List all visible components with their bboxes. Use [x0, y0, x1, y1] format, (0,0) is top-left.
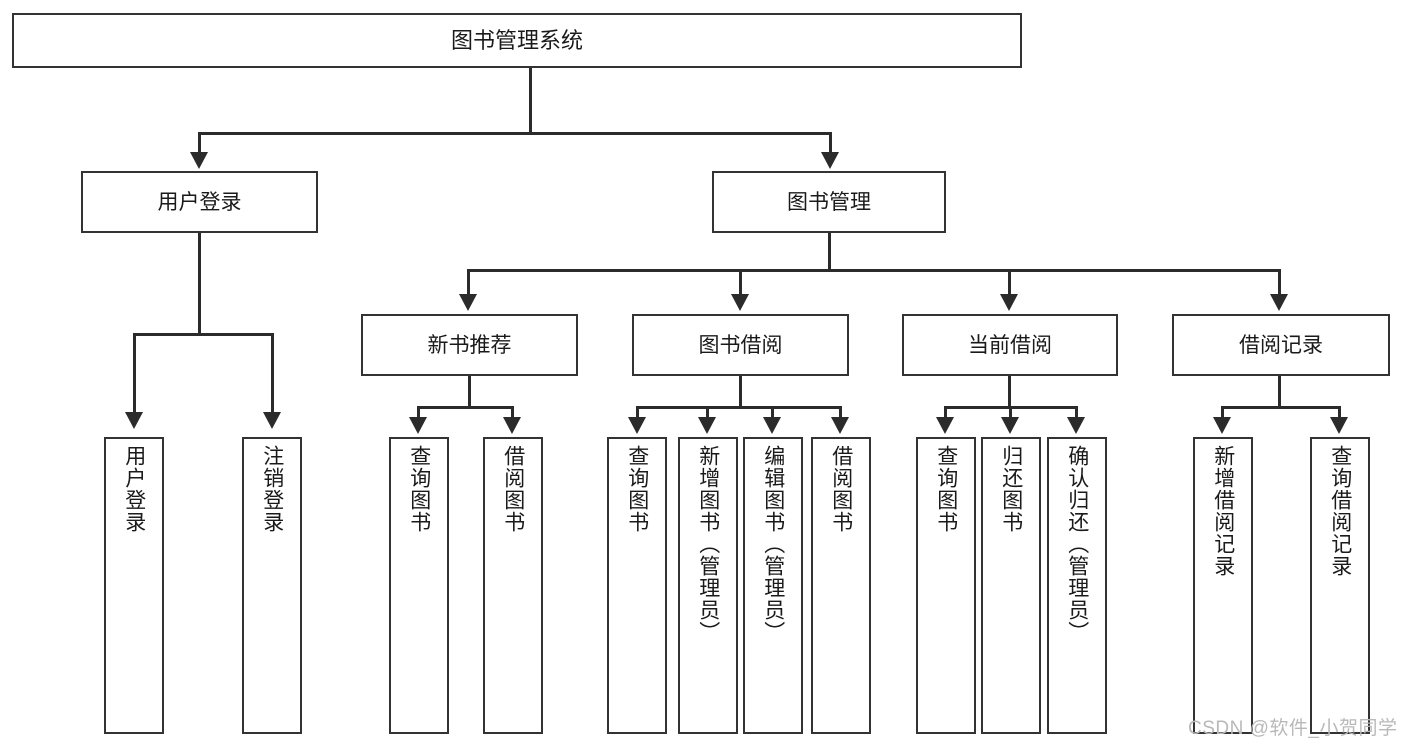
node-borrow-record[interactable]: 借阅记录 [1172, 314, 1390, 376]
connector-root-stem [529, 68, 532, 134]
node-label: 图书管理 [787, 190, 871, 214]
leaf-bb-add-book[interactable]: 新增图书（管理员） [678, 437, 738, 734]
connector-drop-leaf-user-login [133, 333, 136, 415]
arrow-leaf-user-login [125, 412, 143, 429]
leaf-nb-borrow-book[interactable]: 借阅图书 [483, 437, 543, 734]
leaf-label: 查询图书 [625, 445, 649, 533]
arrow-cb-1 [936, 417, 954, 434]
connector-book-borrow-stem [739, 376, 742, 409]
arrow-bb-3 [763, 417, 781, 434]
node-label: 新书推荐 [427, 333, 512, 357]
node-label: 图书借阅 [698, 333, 783, 357]
leaf-nb-query-book[interactable]: 查询图书 [389, 437, 449, 734]
node-book-management[interactable]: 图书管理 [712, 171, 946, 233]
leaf-label: 注销登录 [260, 445, 284, 533]
connector-drop-bb-1 [636, 406, 639, 420]
node-root-system[interactable]: 图书管理系统 [12, 13, 1022, 68]
connector-user-login-bus [133, 333, 274, 336]
node-label: 图书管理系统 [450, 27, 583, 53]
node-book-borrow[interactable]: 图书借阅 [632, 314, 849, 376]
arrow-current-borrow [1000, 294, 1018, 311]
leaf-br-add-record[interactable]: 新增借阅记录 [1193, 437, 1253, 734]
leaf-label: 借阅图书 [501, 445, 525, 533]
connector-drop-new-book [467, 269, 470, 297]
arrow-cb-3 [1067, 417, 1085, 434]
arrow-book-borrow [731, 294, 749, 311]
node-label: 当前借阅 [968, 333, 1052, 357]
leaf-cb-return-book[interactable]: 归还图书 [981, 437, 1041, 734]
leaf-label: 新增借阅记录 [1211, 445, 1235, 577]
arrow-nb-2 [503, 417, 521, 434]
connector-new-book-stem [468, 376, 471, 409]
connector-drop-bb-3 [771, 406, 774, 420]
leaf-label: 归还图书 [999, 445, 1023, 533]
leaf-bb-edit-book[interactable]: 编辑图书（管理员） [743, 437, 803, 734]
connector-drop-leaf-logout [271, 333, 274, 415]
connector-drop-book-manage [829, 132, 832, 154]
arrow-leaf-logout [263, 412, 281, 429]
node-user-login[interactable]: 用户登录 [81, 171, 318, 233]
leaf-cb-confirm-return[interactable]: 确认归还（管理员） [1047, 437, 1107, 734]
connector-borrow-record-stem [1278, 376, 1281, 409]
node-label: 借阅记录 [1239, 333, 1323, 357]
arrow-br-2 [1330, 417, 1348, 434]
node-current-borrow[interactable]: 当前借阅 [902, 314, 1118, 376]
arrow-bb-4 [831, 417, 849, 434]
leaf-label: 用户登录 [122, 445, 146, 533]
leaf-label: 查询图书 [407, 445, 431, 533]
leaf-user-login[interactable]: 用户登录 [104, 437, 164, 734]
arrow-book-manage [821, 152, 839, 169]
node-label: 用户登录 [157, 190, 242, 214]
connector-level2-bus [198, 132, 832, 135]
connector-drop-nb-1 [417, 406, 420, 420]
arrow-cb-2 [1001, 417, 1019, 434]
connector-drop-br-1 [1221, 406, 1224, 420]
connector-drop-book-borrow [739, 269, 742, 297]
connector-drop-nb-2 [511, 406, 514, 420]
node-new-book-recommend[interactable]: 新书推荐 [361, 314, 578, 376]
connector-current-borrow-stem [1008, 376, 1011, 409]
arrow-br-1 [1213, 417, 1231, 434]
watermark-text: CSDN @软件_小贺同学 [1188, 718, 1398, 739]
connector-drop-cb-1 [944, 406, 947, 420]
leaf-label: 确认归还（管理员） [1065, 445, 1089, 643]
connector-drop-user-login [198, 132, 201, 154]
arrow-nb-1 [409, 417, 427, 434]
arrow-new-book [459, 294, 477, 311]
arrow-bb-2 [698, 417, 716, 434]
connector-drop-bb-4 [839, 406, 842, 420]
connector-drop-cb-3 [1075, 406, 1078, 420]
connector-book-borrow-bus [636, 406, 842, 409]
leaf-label: 借阅图书 [829, 445, 853, 533]
connector-level3-bus [467, 269, 1281, 272]
leaf-cb-query-book[interactable]: 查询图书 [916, 437, 976, 734]
arrow-borrow-record [1270, 294, 1288, 311]
connector-user-login-stem [198, 233, 201, 335]
leaf-br-query-record[interactable]: 查询借阅记录 [1310, 437, 1370, 734]
connector-drop-br-2 [1338, 406, 1341, 420]
connector-new-book-bus [417, 406, 514, 409]
connector-drop-current-borrow [1008, 269, 1011, 297]
leaf-label: 查询图书 [934, 445, 958, 533]
leaf-label: 查询借阅记录 [1328, 445, 1352, 577]
leaf-label: 编辑图书（管理员） [761, 445, 785, 643]
leaf-label: 新增图书（管理员） [696, 445, 720, 643]
connector-drop-bb-2 [706, 406, 709, 420]
leaf-bb-query-book[interactable]: 查询图书 [607, 437, 667, 734]
leaf-bb-borrow-book[interactable]: 借阅图书 [811, 437, 871, 734]
connector-book-manage-stem [828, 233, 831, 271]
arrow-user-login [190, 152, 208, 169]
connector-borrow-record-bus [1221, 406, 1341, 409]
arrow-bb-1 [628, 417, 646, 434]
leaf-logout[interactable]: 注销登录 [242, 437, 302, 734]
connector-drop-cb-2 [1009, 406, 1012, 420]
connector-drop-borrow-record [1278, 269, 1281, 297]
